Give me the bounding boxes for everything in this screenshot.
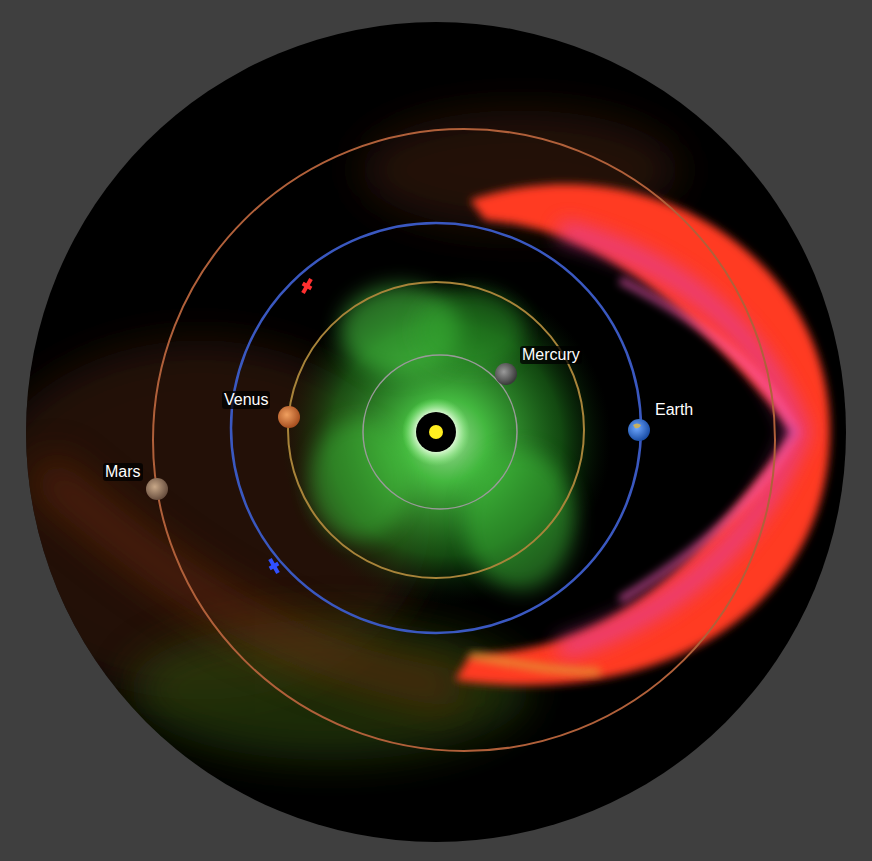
planet-label: Venus — [222, 391, 270, 409]
planet-label: Mars — [103, 463, 143, 481]
planet-label: Earth — [653, 401, 695, 419]
planet-label: Mercury — [520, 346, 582, 364]
